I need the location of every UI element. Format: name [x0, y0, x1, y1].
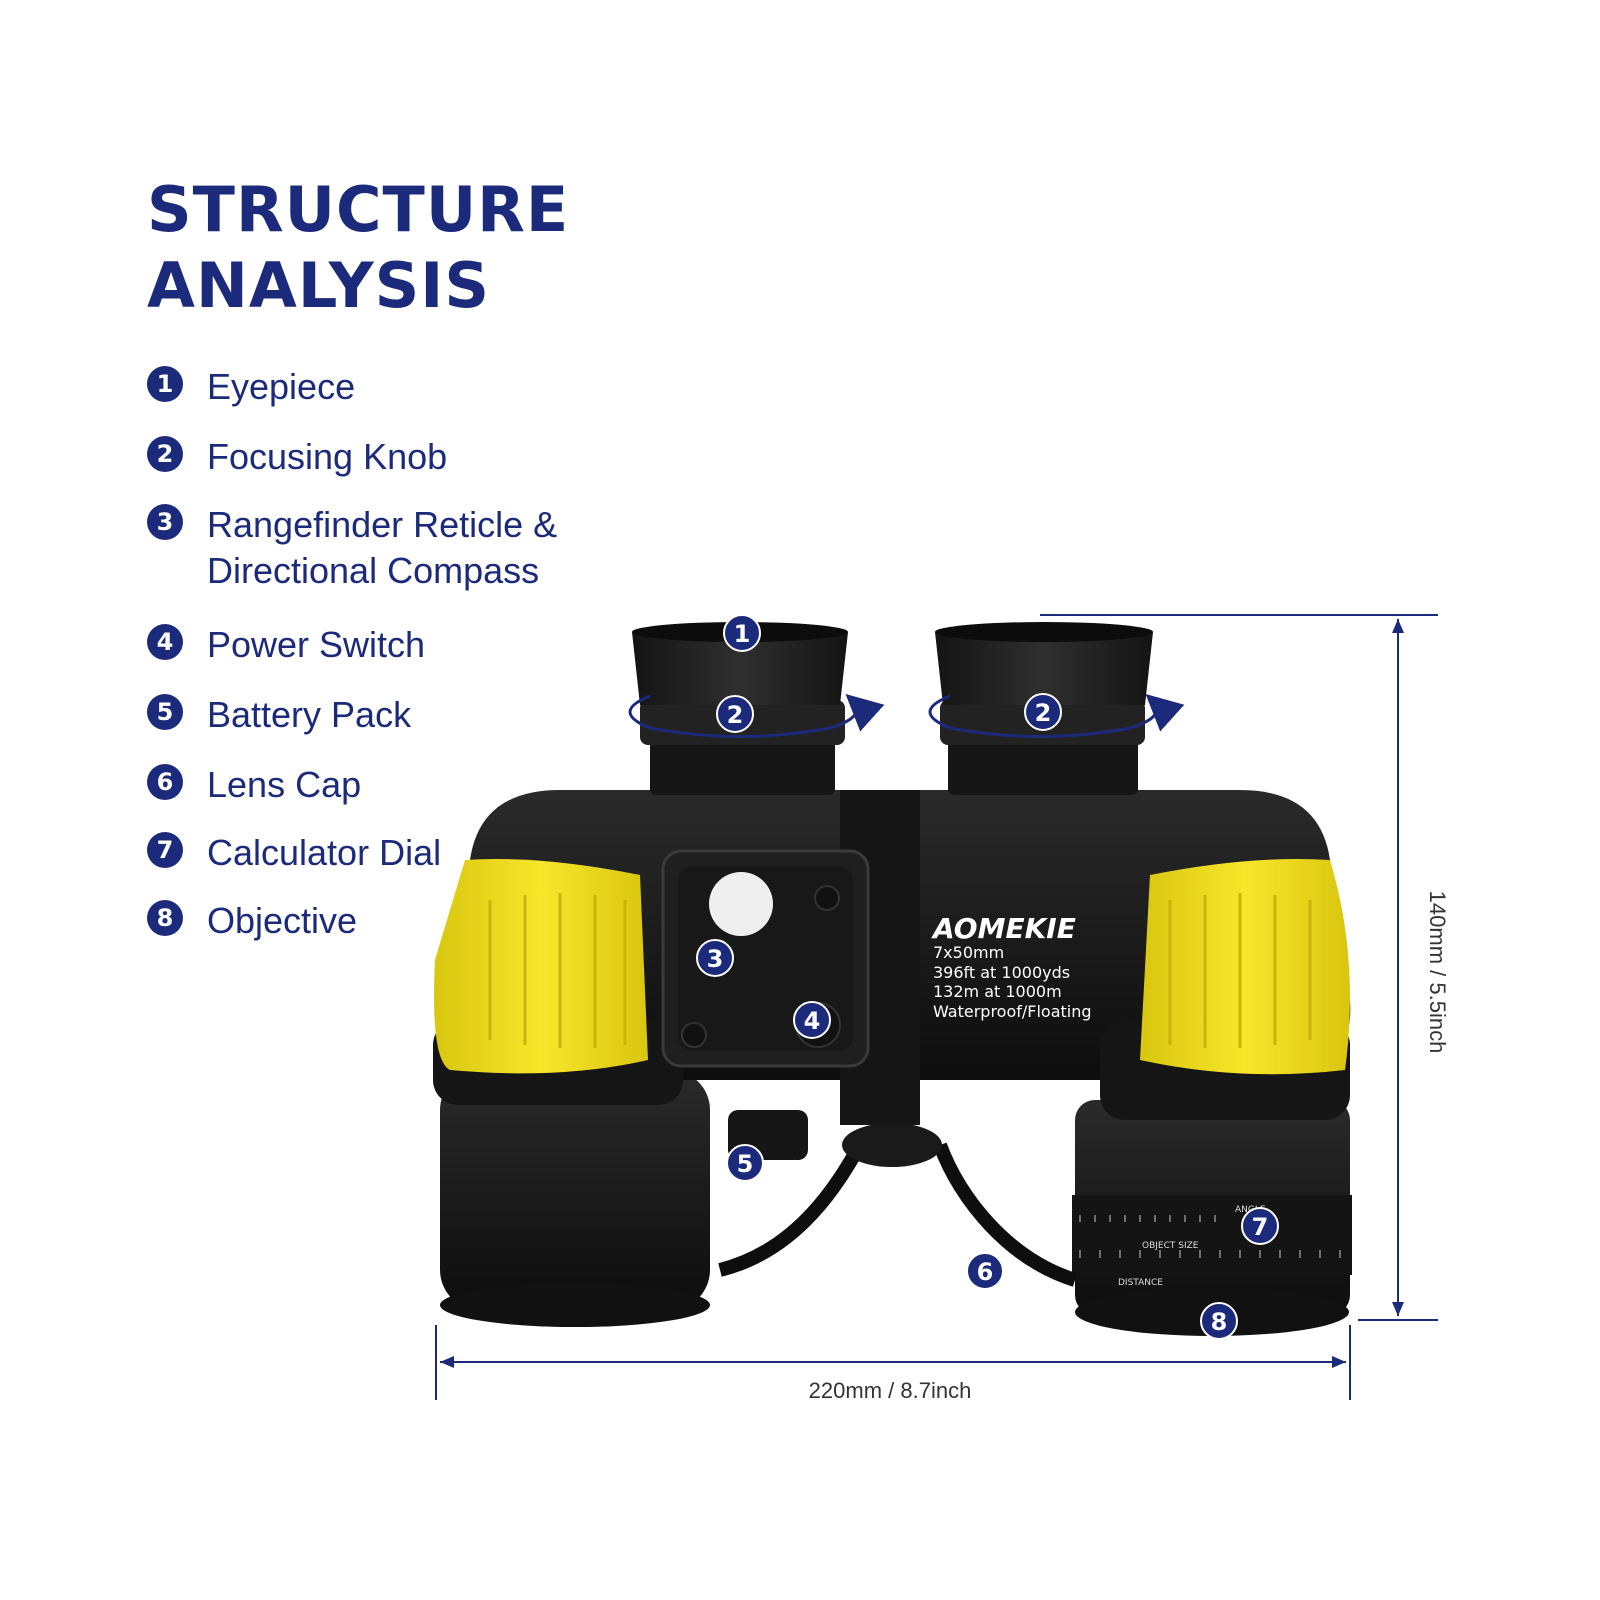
- legend-label: Rangefinder Reticle & Directional Compas…: [207, 504, 558, 591]
- legend-item-focusing-knob: 2 Focusing Knob: [147, 434, 447, 480]
- legend-number: 7: [147, 832, 183, 868]
- tripod-mount: [842, 1123, 942, 1167]
- right-rubber-armor: [1140, 859, 1350, 1075]
- legend-label: Focusing Knob: [207, 436, 448, 477]
- legend-label: Objective: [207, 900, 358, 941]
- left-rubber-armor: [434, 859, 648, 1074]
- legend-number: 8: [147, 900, 183, 936]
- right-eyepiece: [935, 622, 1153, 795]
- callout-objective: 8: [1200, 1302, 1238, 1340]
- callout-lens-cap: 6: [966, 1252, 1004, 1290]
- legend-item-lens-cap: 6 Lens Cap: [147, 762, 361, 808]
- spec-field-meters: 132m at 1000m: [933, 982, 1062, 1001]
- legend-number: 6: [147, 764, 183, 800]
- brand-name: AOMEKIE: [931, 912, 1076, 945]
- title-line-1: STRUCTURE: [147, 173, 570, 246]
- legend-item-rangefinder: 3 Rangefinder Reticle & Directional Comp…: [147, 502, 557, 594]
- height-dimension: 140mm / 5.5inch: [1040, 614, 1450, 1321]
- legend-label: Power Switch: [207, 624, 426, 665]
- panel-screw: [681, 1022, 707, 1048]
- legend-item-power-switch: 4 Power Switch: [147, 622, 425, 668]
- legend-item-eyepiece: 1 Eyepiece: [147, 364, 355, 410]
- height-label: 140mm / 5.5inch: [1425, 891, 1450, 1054]
- compass-window: [709, 872, 773, 936]
- spec-magnification: 7x50mm: [933, 943, 1004, 962]
- panel-screw: [814, 885, 840, 911]
- spec-field-yards: 396ft at 1000yds: [933, 963, 1070, 982]
- dial-object-size-label: OBJECT SIZE: [1142, 1241, 1199, 1251]
- legend-number: 5: [147, 694, 183, 730]
- svg-text:4: 4: [804, 1007, 821, 1035]
- callout-focusing-knob-left: 2: [716, 695, 754, 733]
- spec-waterproof: Waterproof/Floating: [933, 1002, 1092, 1021]
- dial-distance-label: DISTANCE: [1118, 1278, 1163, 1288]
- calculator-dial: ANGLE OBJECT SIZE DISTANCE: [1072, 1195, 1352, 1288]
- svg-text:5: 5: [737, 1150, 754, 1178]
- width-dimension: 220mm / 8.7inch: [435, 1325, 1351, 1403]
- compass-panel: [661, 849, 870, 1068]
- legend-number: 2: [147, 436, 183, 472]
- legend-label: Eyepiece: [207, 366, 356, 407]
- svg-text:7: 7: [1252, 1213, 1269, 1241]
- callout-eyepiece: 1: [723, 614, 761, 652]
- svg-text:3: 3: [707, 945, 724, 973]
- legend-number: 1: [147, 366, 183, 402]
- focus-rotation-arrow: [928, 693, 1185, 738]
- svg-text:2: 2: [727, 701, 744, 729]
- legend-item-battery-pack: 5 Battery Pack: [147, 692, 411, 738]
- page-title: STRUCTURE ANALYSIS: [147, 172, 569, 324]
- legend-number: 3: [147, 504, 183, 540]
- callout-power-switch: 4: [793, 1001, 831, 1039]
- left-objective-barrel: [440, 1070, 710, 1327]
- callout-calculator-dial: 7: [1241, 1207, 1279, 1245]
- legend-number: 4: [147, 624, 183, 660]
- callout-battery-pack: 5: [726, 1144, 764, 1182]
- product-branding: AOMEKIE 7x50mm 396ft at 1000yds 132m at …: [931, 912, 1092, 1021]
- neck-strap: [718, 1141, 867, 1277]
- callout-focusing-knob-right: 2: [1024, 693, 1062, 731]
- focus-rotation-arrow: [628, 693, 885, 738]
- legend-item-calculator-dial: 7 Calculator Dial: [147, 830, 441, 876]
- svg-text:2: 2: [1035, 699, 1052, 727]
- svg-text:6: 6: [977, 1258, 994, 1286]
- callout-rangefinder: 3: [696, 939, 734, 977]
- width-label: 220mm / 8.7inch: [809, 1378, 972, 1403]
- legend-label: Calculator Dial: [207, 832, 442, 873]
- svg-text:1: 1: [734, 620, 751, 648]
- legend-label: Lens Cap: [207, 764, 362, 805]
- title-line-2: ANALYSIS: [147, 249, 490, 322]
- svg-text:8: 8: [1211, 1308, 1228, 1336]
- legend-label: Battery Pack: [207, 694, 412, 735]
- legend-item-objective: 8 Objective: [147, 898, 357, 944]
- neck-strap: [933, 1142, 1078, 1287]
